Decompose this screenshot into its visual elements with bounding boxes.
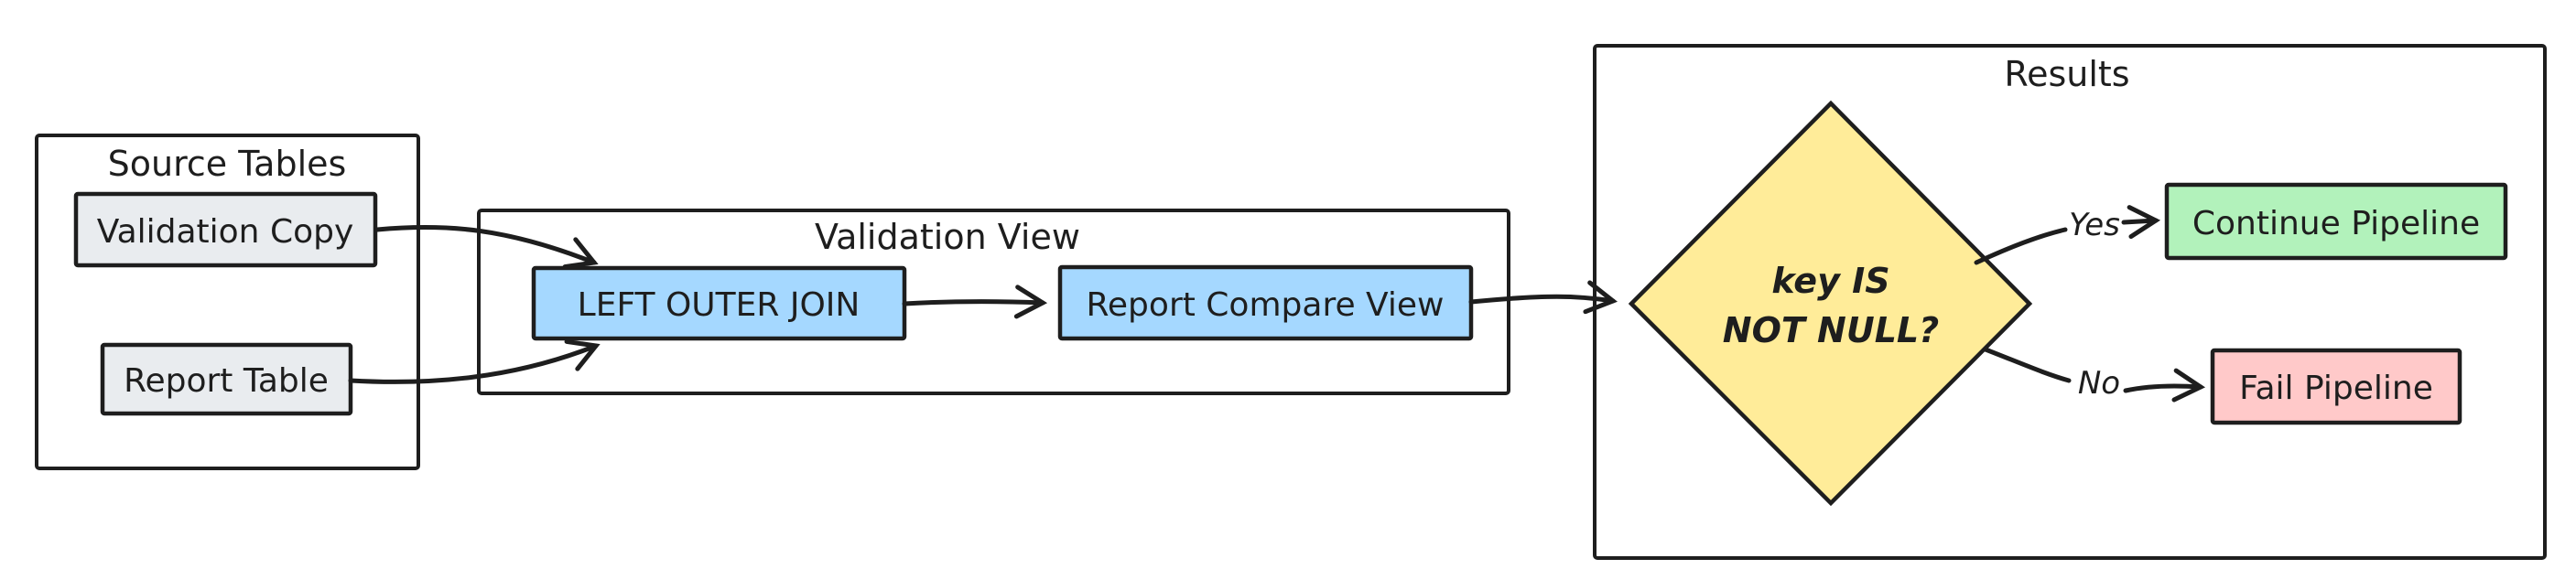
node-decision-diamond bbox=[1628, 100, 2033, 507]
edge-label-no: No bbox=[2078, 365, 2120, 402]
group-title-source-tables: Source Tables bbox=[108, 144, 347, 184]
decision-label-line1: key IS bbox=[1771, 261, 1889, 301]
node-label-continue-pipeline: Continue Pipeline bbox=[2192, 205, 2480, 242]
node-label-fail-pipeline: Fail Pipeline bbox=[2239, 370, 2433, 407]
edge-decision-to-yes-label bbox=[1974, 227, 2068, 265]
edge-validation-copy-to-join bbox=[374, 224, 599, 270]
group-title-validation-view: Validation View bbox=[815, 217, 1080, 257]
edge-decision-to-no-label bbox=[1983, 347, 2072, 383]
node-label-validation-copy: Validation Copy bbox=[97, 213, 354, 251]
node-label-report-table: Report Table bbox=[124, 362, 329, 400]
node-label-left-outer-join: LEFT OUTER JOIN bbox=[578, 286, 860, 324]
decision-label-line2: NOT NULL? bbox=[1723, 310, 1939, 350]
node-label-report-compare-view: Report Compare View bbox=[1087, 286, 1445, 324]
group-source-tables: Source Tables Validation Copy Report Tab… bbox=[35, 134, 420, 470]
edge-compare-view-to-decision bbox=[1468, 280, 1618, 315]
node-fail-pipeline bbox=[2210, 348, 2462, 425]
edge-join-to-compare-view bbox=[902, 285, 1048, 319]
source-tables-box bbox=[35, 134, 420, 470]
group-title-results: Results bbox=[2004, 54, 2129, 94]
edge-yes-to-continue bbox=[2121, 205, 2161, 240]
edge-report-table-to-join bbox=[348, 338, 601, 384]
edge-label-yes: Yes bbox=[2069, 207, 2120, 243]
group-results: Results key IS NOT NULL? Continue Pipeli… bbox=[1593, 44, 2547, 560]
edge-no-to-fail bbox=[2123, 368, 2206, 403]
node-continue-pipeline bbox=[2164, 182, 2508, 261]
